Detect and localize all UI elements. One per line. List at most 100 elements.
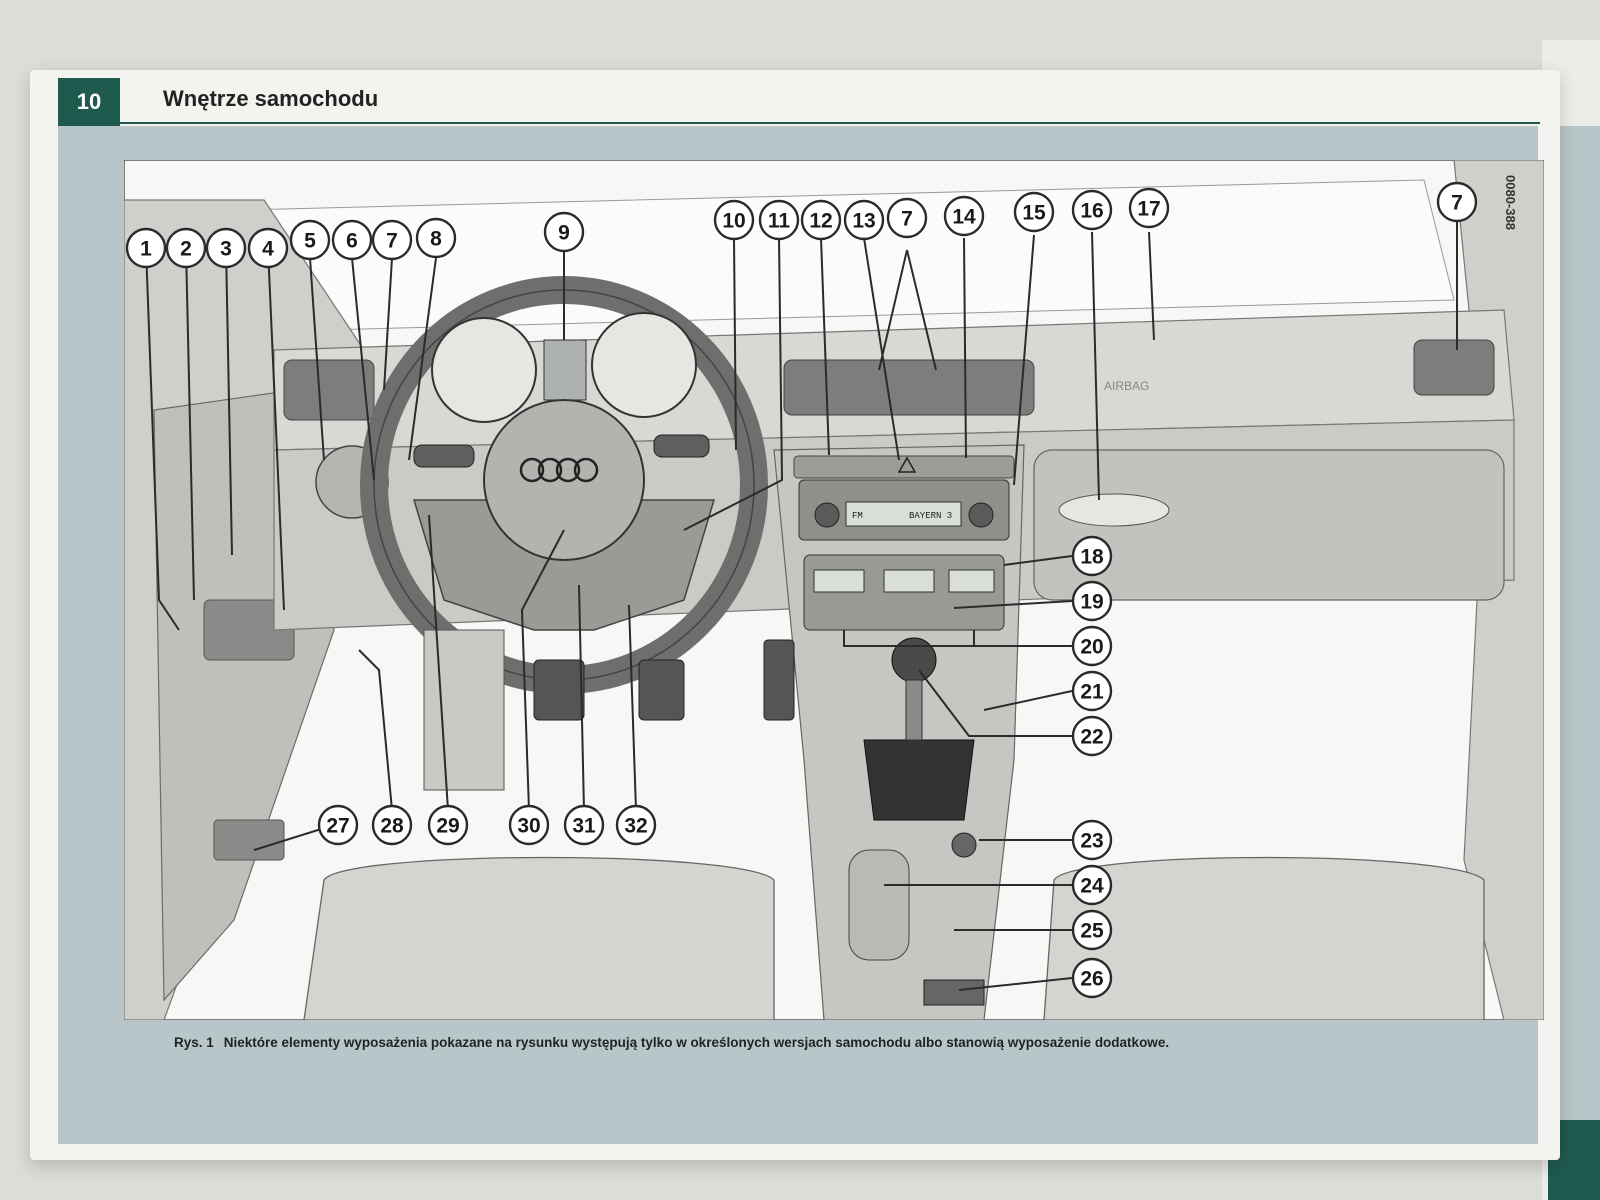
svg-text:3: 3: [220, 238, 232, 261]
callout-25: 25: [1071, 909, 1113, 951]
svg-text:12: 12: [809, 210, 832, 233]
callout-7-door: 7: [371, 219, 413, 261]
svg-text:4: 4: [262, 238, 274, 261]
leader-15: [1013, 234, 1035, 486]
hazard-icon: [897, 456, 917, 473]
callout-8: 8: [415, 217, 457, 259]
svg-text:7: 7: [901, 208, 913, 231]
page-header: 10 Wnętrze samochodu: [58, 78, 1540, 126]
callout-6: 6: [331, 219, 373, 261]
radio-knob-left: [814, 502, 840, 528]
callout-26: 26: [1071, 957, 1113, 999]
leader-13: [863, 237, 900, 461]
callout-30: 30: [508, 804, 550, 846]
airbag-label: AIRBAG: [1104, 379, 1149, 393]
svg-text:8: 8: [430, 228, 442, 251]
accelerator-pedal: [763, 639, 795, 721]
callout-15: 15: [1013, 191, 1055, 233]
svg-text:18: 18: [1080, 546, 1104, 569]
svg-text:14: 14: [952, 206, 976, 229]
svg-text:28: 28: [380, 815, 404, 838]
radio-station: BAYERN 3: [909, 511, 952, 521]
callout-2: 2: [165, 227, 207, 269]
header-rule: [120, 122, 1540, 124]
callout-29: 29: [427, 804, 469, 846]
leader-16: [1091, 231, 1100, 501]
svg-text:16: 16: [1080, 200, 1103, 223]
leader-8: [408, 257, 437, 461]
callout-11: 11: [758, 199, 800, 241]
svg-text:6: 6: [346, 230, 358, 253]
leader-30: [520, 529, 565, 811]
climate-display-left: [813, 569, 865, 593]
four-rings-logo-icon: [519, 457, 599, 483]
svg-text:5: 5: [304, 230, 316, 253]
tachometer: [431, 317, 537, 423]
callout-27: 27: [317, 804, 359, 846]
radio-display: [845, 501, 962, 527]
page-title: Wnętrze samochodu: [163, 86, 379, 111]
leader-28: [358, 649, 393, 811]
gear-knob: [891, 637, 937, 683]
right-stalk: [653, 434, 710, 458]
caption-text: Niektóre elementy wyposażenia pokazane n…: [223, 1035, 1170, 1050]
svg-text:25: 25: [1080, 920, 1104, 943]
svg-text:27: 27: [326, 815, 349, 838]
svg-text:1: 1: [140, 238, 152, 261]
radio-band: FM: [852, 511, 863, 521]
callout-1: 1: [125, 227, 167, 269]
svg-text:29: 29: [436, 815, 459, 838]
callout-24: 24: [1071, 864, 1113, 906]
leader-17: [1148, 231, 1155, 341]
leader-31: [578, 584, 585, 811]
callout-7-right: 7: [1436, 181, 1478, 223]
svg-text:31: 31: [572, 815, 596, 838]
speedometer: [591, 312, 697, 418]
radio-knob-right: [968, 502, 994, 528]
power-socket: [951, 832, 977, 858]
left-vent: [283, 359, 375, 421]
callout-16: 16: [1071, 189, 1113, 231]
driver-seat: [303, 856, 775, 1020]
driver-info-display: [543, 339, 587, 401]
callout-18: 18: [1071, 535, 1113, 577]
callout-32: 32: [615, 804, 657, 846]
callout-13: 13: [843, 199, 885, 241]
footrest: [423, 629, 505, 791]
svg-text:11: 11: [768, 210, 791, 233]
handbrake-lever: [848, 849, 910, 961]
leader-29: [428, 514, 449, 811]
leader-5: [309, 257, 325, 461]
svg-text:24: 24: [1080, 875, 1104, 898]
leader-2: [185, 247, 195, 601]
callout-9: 9: [543, 211, 585, 253]
svg-text:7: 7: [386, 230, 398, 253]
clutch-pedal: [533, 659, 585, 721]
door-switch: [213, 819, 285, 861]
callout-10: 10: [713, 199, 755, 241]
window-switch-block: [203, 599, 295, 661]
leader-7a: [383, 257, 393, 391]
callout-28: 28: [371, 804, 413, 846]
brake-pedal: [638, 659, 685, 721]
callout-12: 12: [800, 199, 842, 241]
leader-lines: [145, 220, 1458, 991]
callout-4: 4: [247, 227, 289, 269]
leader-26: [958, 977, 1073, 991]
leader-6: [351, 257, 375, 481]
callout-7-center: 7: [886, 197, 928, 239]
leader-1: [145, 247, 180, 631]
svg-text:23: 23: [1080, 830, 1103, 853]
svg-text:2: 2: [180, 238, 192, 261]
leader-12: [820, 237, 830, 456]
wheel-spokes: [412, 499, 716, 631]
leader-10: [733, 237, 737, 451]
leader-20: [843, 630, 1072, 647]
svg-text:10: 10: [722, 210, 745, 233]
facing-page-panel: [1555, 126, 1600, 1166]
callout-5: 5: [289, 219, 331, 261]
leader-32: [628, 604, 637, 811]
callout-20: 20: [1071, 625, 1113, 667]
leader-7b: [878, 249, 937, 371]
